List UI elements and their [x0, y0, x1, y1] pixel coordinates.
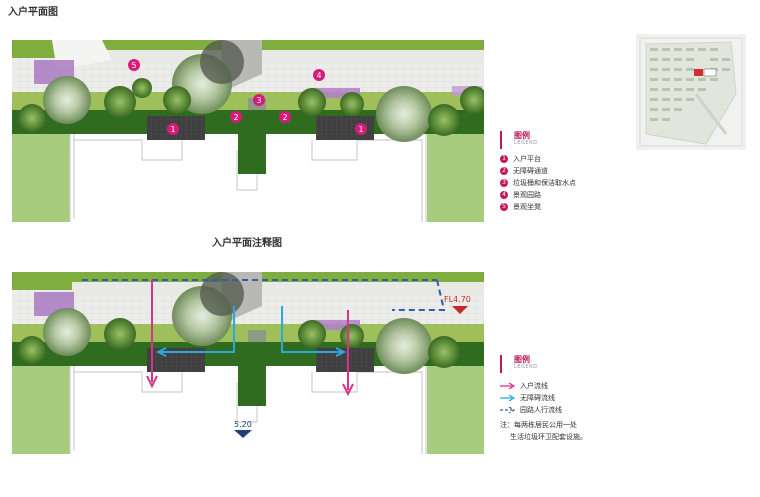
legend-item: 入户流线	[500, 381, 548, 391]
legend-bottom: 图例 LEGEND 入户流线 无障碍流线 园路人行流线	[500, 355, 630, 417]
marker-4: 4	[313, 69, 325, 81]
svg-text:5.20: 5.20	[234, 420, 252, 429]
svg-text:3: 3	[256, 96, 261, 105]
path-flow-line	[392, 279, 446, 311]
elevation-marker-right: FL4.70	[444, 295, 471, 314]
legend-item: 园路人行流线	[500, 405, 562, 415]
location-key-map	[636, 34, 746, 150]
annotated-entrance-plan: FL4.70 5.20	[12, 272, 484, 454]
legend-item: 无障碍流线	[500, 393, 555, 403]
entrance-plan: 1 2 3 2 1 4 5	[12, 40, 484, 222]
svg-text:2: 2	[233, 113, 238, 122]
legend-bar	[500, 355, 502, 373]
marker-2b: 2	[279, 111, 291, 123]
marker-3: 3	[253, 94, 265, 106]
marker-1a: 1	[167, 123, 179, 135]
page-title: 入户平面图	[8, 7, 58, 18]
svg-text:5: 5	[131, 61, 136, 70]
marker-2a: 2	[230, 111, 242, 123]
svg-text:4: 4	[316, 71, 321, 80]
svg-text:FL4.70: FL4.70	[444, 295, 471, 304]
annotation-plan-title: 入户平面注释图	[212, 238, 282, 249]
legend-bar	[500, 131, 502, 149]
svg-text:1: 1	[358, 125, 363, 134]
entry-flow-arrow-icon	[500, 383, 516, 389]
legend-subtitle: LEGEND	[514, 364, 538, 370]
note-text: 注：每两栋居民公用一处 生活垃圾环卫配套设施。	[500, 421, 587, 441]
barrier-free-arrow-icon	[500, 395, 516, 401]
elevation-marker-bottom: 5.20	[234, 420, 252, 438]
barrier-free-flow-line	[281, 306, 342, 353]
barrier-free-flow-line	[160, 306, 235, 353]
legend-title: 图例	[514, 355, 530, 364]
marker-5: 5	[128, 59, 140, 71]
svg-text:1: 1	[170, 125, 175, 134]
svg-text:2: 2	[282, 113, 287, 122]
legend-title: 图例	[514, 131, 530, 140]
path-flow-arrow-icon	[500, 407, 516, 413]
marker-1b: 1	[355, 123, 367, 135]
legend-subtitle: LEGEND	[514, 140, 538, 146]
